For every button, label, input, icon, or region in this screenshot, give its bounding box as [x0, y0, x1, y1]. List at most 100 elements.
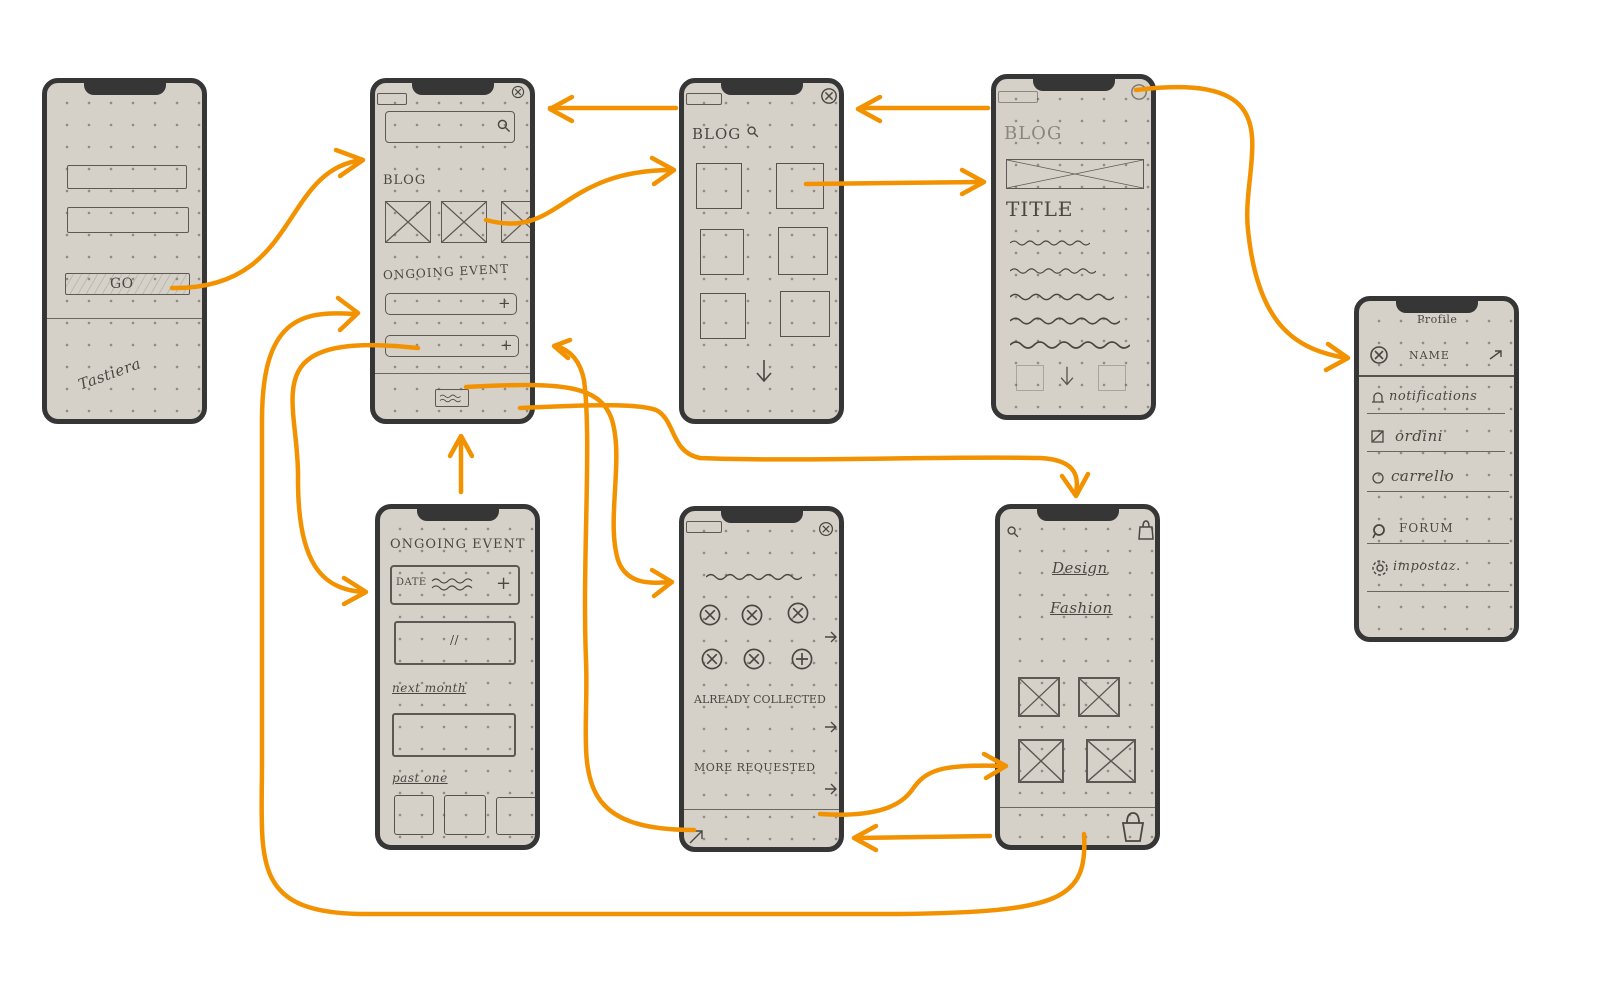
- arrowhead: [335, 295, 361, 333]
- phone-collection: ALREADY COLLECTED MORE REQUESTED: [679, 506, 844, 852]
- top-tab-sketch: [686, 521, 722, 533]
- menu-divider: [1367, 543, 1509, 544]
- blog-thumb: [441, 201, 487, 243]
- top-tab-sketch: [998, 91, 1038, 103]
- flow-arrow-collection-shop: [817, 763, 1007, 817]
- profile-header: Profile: [1417, 313, 1458, 326]
- past-one-label: past one: [392, 771, 448, 785]
- event-row-sketch: +: [385, 335, 519, 357]
- phone-home: BLOG ONGOING EVENT + +: [370, 78, 535, 424]
- arrowhead: [649, 567, 675, 599]
- events-title: ONGOING EVENT: [390, 537, 526, 552]
- event-card-sketch: //: [394, 621, 516, 665]
- close-icon: [1130, 83, 1148, 101]
- go-label: GO: [110, 276, 134, 292]
- already-collected-label: ALREADY COLLECTED: [694, 693, 826, 706]
- event-card-sketch: DATE +: [390, 565, 520, 605]
- add-badge-icon: [790, 647, 814, 671]
- date-label: DATE: [396, 577, 427, 588]
- badge-x-icon: [786, 601, 810, 625]
- arrowhead: [341, 575, 369, 607]
- keyboard-label: Tastiera: [75, 354, 144, 394]
- article-text-line: [1010, 317, 1120, 325]
- flow-arrow-article-profile: [1133, 84, 1349, 361]
- username-field-sketch: [67, 165, 187, 189]
- bell-icon: [1371, 391, 1385, 405]
- close-icon: [818, 521, 834, 537]
- go-button-sketch: GO: [65, 273, 190, 295]
- arrow-diagonal-icon: [688, 829, 704, 845]
- keyboard-divider: [47, 318, 202, 319]
- collection-heading-scribble: [706, 573, 802, 581]
- search-icon: [1006, 525, 1020, 539]
- blog-label: BLOG: [383, 173, 427, 188]
- arrow-down-icon: [1058, 365, 1076, 387]
- blog-title: BLOG: [692, 125, 742, 143]
- event-row-sketch: +: [385, 293, 517, 315]
- blog-card: [700, 293, 746, 339]
- blog-card: [780, 291, 830, 337]
- menu-notifications: notifications: [1389, 389, 1478, 404]
- profile-name: NAME: [1409, 349, 1450, 362]
- arrowhead: [547, 94, 575, 124]
- product-image: [1018, 739, 1064, 783]
- tabbar-divider: [1000, 807, 1155, 808]
- badge-x-icon: [700, 647, 724, 671]
- phone-notch: [720, 83, 803, 95]
- phone-notch: [1036, 509, 1119, 521]
- article-text-line: [1010, 268, 1096, 274]
- search-icon: [746, 125, 760, 139]
- article-text-line: [1010, 240, 1090, 246]
- profile-divider: [1359, 375, 1514, 377]
- search-bar-sketch: [385, 111, 515, 143]
- arrow-right-icon: [824, 783, 838, 795]
- blog-thumb: [501, 201, 530, 243]
- article-title: TITLE: [1006, 197, 1074, 221]
- settings-icon: [1371, 559, 1389, 577]
- ongoing-event-label: ONGOING EVENT: [382, 261, 510, 283]
- phone-profile: Profile NAME notifications ordini carrel…: [1354, 296, 1519, 642]
- tabbar-divider: [375, 373, 530, 374]
- badge-x-icon: [742, 647, 766, 671]
- arrow-right-icon: [824, 721, 838, 733]
- menu-divider: [1367, 591, 1509, 592]
- arrowhead: [855, 94, 883, 124]
- phone-article: BLOG TITLE: [991, 74, 1156, 420]
- phone-notch: [1395, 301, 1478, 313]
- phone-notch: [1032, 79, 1115, 91]
- phone-notch: [83, 83, 166, 95]
- arrowhead: [1323, 341, 1351, 373]
- menu-divider: [1367, 491, 1509, 492]
- tabbar-divider: [684, 809, 839, 810]
- arrowhead: [447, 433, 475, 459]
- bag-icon: [1136, 519, 1155, 541]
- next-month-label: next month: [392, 681, 467, 695]
- article-image: [1006, 159, 1144, 189]
- arrowhead: [551, 337, 573, 361]
- badge-x-icon: [698, 603, 722, 627]
- event-card-sketch: [392, 713, 516, 757]
- phone-blog-list: BLOG: [679, 78, 844, 424]
- category-fashion: Fashion: [1050, 599, 1113, 617]
- phone-notch: [411, 83, 494, 95]
- past-event-card: [444, 795, 486, 835]
- menu-divider: [1367, 413, 1505, 414]
- plus-icon: +: [500, 336, 514, 354]
- article-text-line: [1010, 341, 1130, 349]
- blog-card: [700, 229, 744, 275]
- related-card: [1098, 365, 1126, 391]
- arrowhead: [333, 147, 366, 179]
- menu-divider: [1367, 451, 1505, 452]
- checkbox-icon: [1371, 429, 1385, 443]
- cart-icon: [1371, 471, 1385, 485]
- product-image: [1018, 677, 1060, 717]
- product-image: [1078, 677, 1120, 717]
- forum-icon: [1371, 523, 1387, 539]
- phone-events: ONGOING EVENT DATE + // next month past …: [375, 504, 540, 850]
- plus-icon: +: [496, 573, 512, 594]
- arrow-right-icon: [824, 631, 838, 643]
- arrowhead: [649, 155, 677, 187]
- blog-card: [778, 227, 828, 275]
- arrow-right-icon: [1489, 349, 1503, 361]
- menu-ordini: ordini: [1395, 427, 1444, 445]
